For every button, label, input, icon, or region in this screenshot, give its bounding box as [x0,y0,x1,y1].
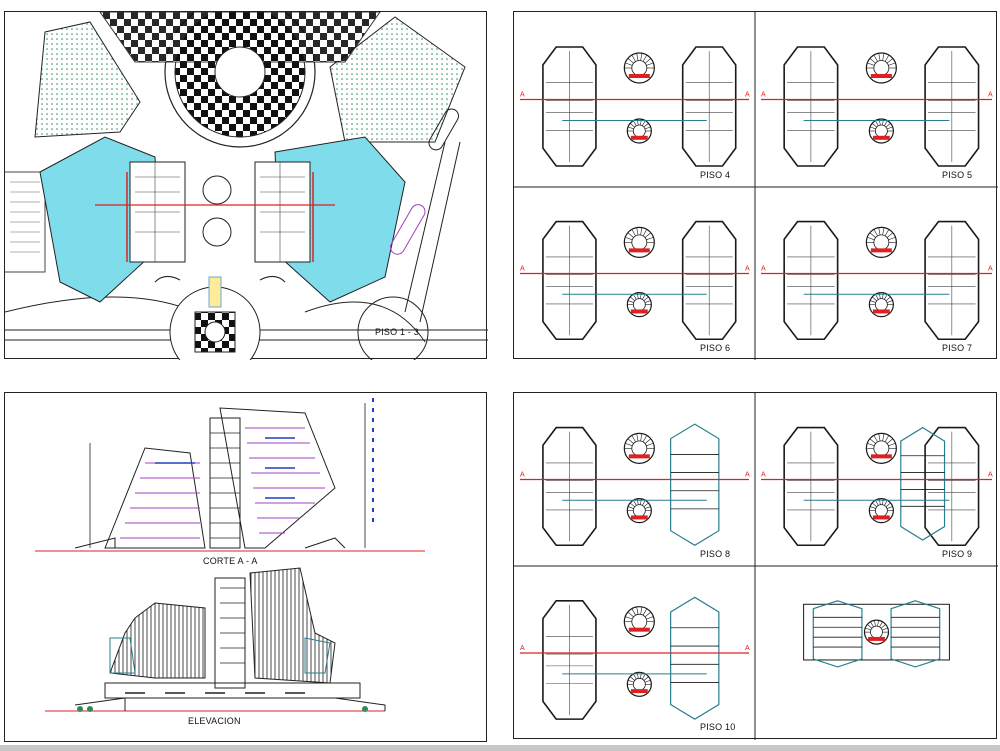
floor-plans-4-7-grid [514,12,998,360]
elevacion-label: ELEVACION [188,716,241,726]
svg-text:A: A [520,645,525,652]
svg-text:A: A [745,472,750,479]
svg-text:A: A [745,266,750,273]
svg-text:A: A [520,266,525,273]
section-elevation-sheet: CORTE A - A ELEVACION [4,392,487,742]
piso-9-label: PISO 9 [942,549,973,559]
svg-text:A: A [745,645,750,652]
svg-text:A: A [988,92,993,99]
piso-10-label: PISO 10 [700,722,736,732]
bottom-scrollbar[interactable] [0,745,1000,751]
svg-text:A: A [988,266,993,273]
corte-label: CORTE A - A [203,556,258,566]
svg-text:A: A [761,92,766,99]
section-elevation-drawing [35,398,425,712]
svg-text:A: A [761,266,766,273]
piso-8-label: PISO 8 [700,549,731,559]
svg-text:A: A [520,92,525,99]
svg-text:A: A [761,472,766,479]
piso-5-label: PISO 5 [942,170,973,180]
svg-text:A: A [988,472,993,479]
floor-plans-8-10-grid [514,393,998,740]
piso-6-label: PISO 6 [700,343,731,353]
piso-4-label: PISO 4 [700,170,731,180]
svg-text:A: A [745,92,750,99]
site-plan-sheet: PISO 1 - 3 [4,11,488,360]
svg-text:A: A [520,472,525,479]
roof-plan [755,566,998,740]
piso-7-label: PISO 7 [942,343,973,353]
site-plan-label: PISO 1 - 3 [375,327,420,337]
site-plan-drawing [5,12,488,360]
